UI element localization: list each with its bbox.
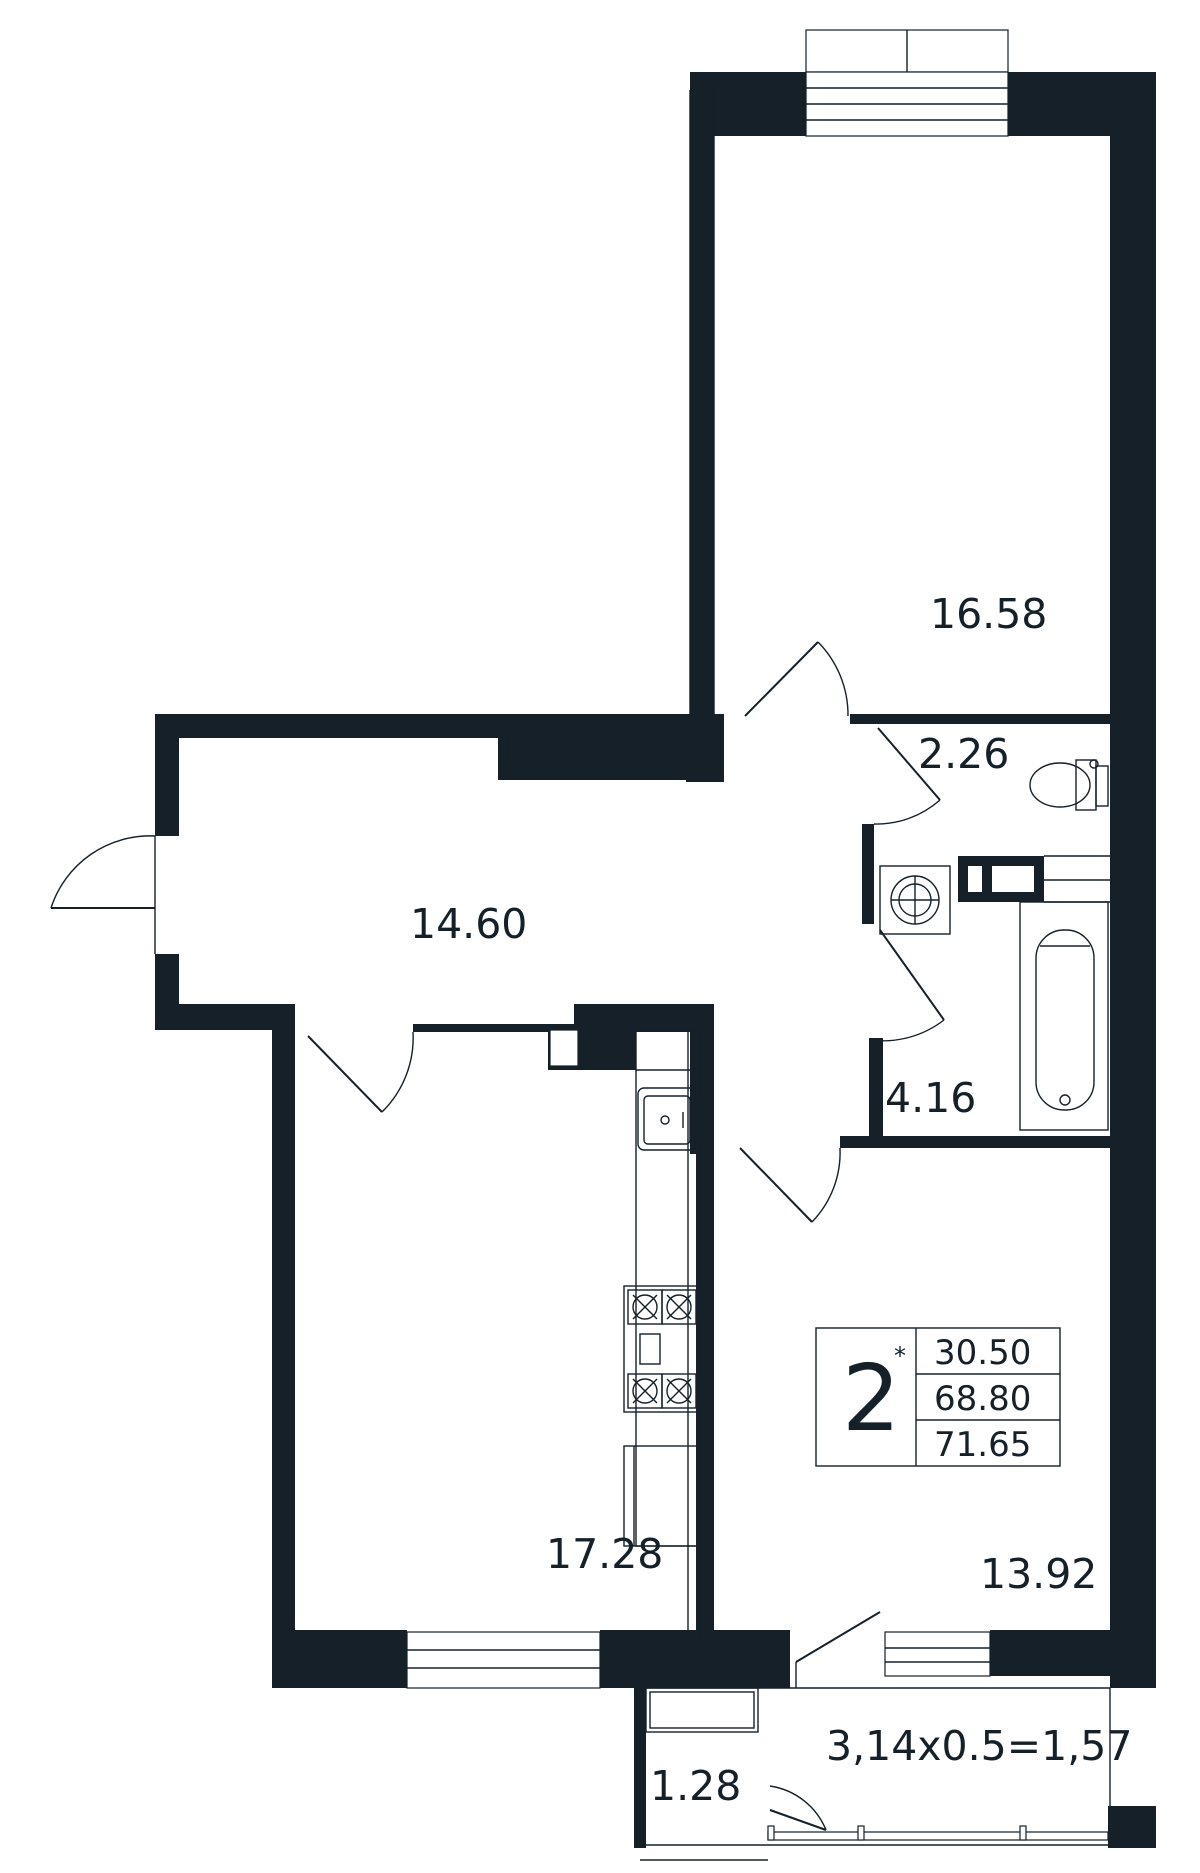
door-kitchen [307, 1031, 414, 1113]
legend-total-with-balcony: 71.65 [934, 1425, 1031, 1465]
room-area-bedroom-top: 16.58 [930, 590, 1047, 638]
window-top [805, 29, 1009, 137]
washing-machine-icon [879, 855, 1110, 935]
room-area-hall: 14.60 [410, 900, 527, 948]
door-bathroom [869, 929, 945, 1042]
room-area-bathroom: 4.16 [885, 1074, 976, 1122]
apartment-legend [815, 1327, 1061, 1467]
room-area-kitchen-living: 17.28 [546, 1530, 663, 1578]
fridge-icon [623, 1445, 701, 1547]
rooms-count: 2 [842, 1345, 901, 1452]
rooms-count-marker: * [894, 1342, 906, 1370]
room-area-storage: 1.28 [650, 1762, 741, 1810]
exterior-walls [155, 72, 1156, 1848]
door-balcony [795, 1611, 881, 1688]
toilet-icon [1029, 759, 1109, 811]
door-entrance [50, 835, 156, 954]
window-bedroom [884, 1631, 991, 1677]
legend-living-area: 30.50 [934, 1333, 1031, 1373]
kitchen-counter [549, 1029, 701, 1547]
room-area-toilet: 2.26 [918, 730, 1009, 778]
room-area-bedroom-bottom: 13.92 [980, 1550, 1097, 1598]
sink-icon [637, 1087, 697, 1151]
balcony-glazing [640, 1825, 1109, 1861]
legend-total-area: 68.80 [934, 1379, 1031, 1419]
door-bedroom-bottom [739, 1147, 841, 1223]
door-storage [769, 1785, 827, 1831]
door-toilet [873, 727, 941, 825]
storage-shelf [645, 1687, 759, 1733]
room-area-balcony: 3,14x0.5=1,57 [826, 1722, 1132, 1770]
stove-icon [623, 1285, 701, 1413]
bathtub-icon [1019, 901, 1109, 1131]
window-kitchen [406, 1631, 601, 1689]
door-bedroom-top [744, 641, 849, 717]
